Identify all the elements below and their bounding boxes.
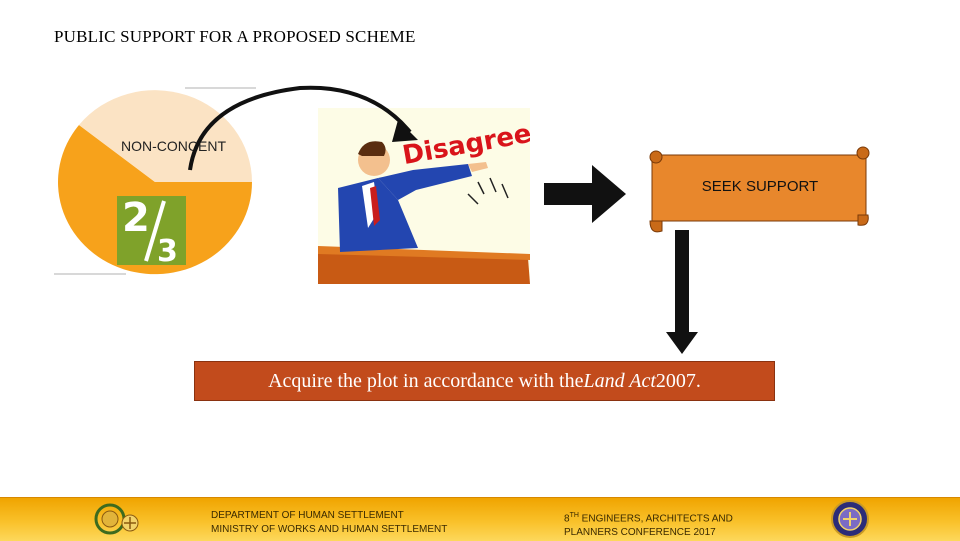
acquire-suffix: 2007.: [655, 369, 701, 392]
footer-dept-line2: MINISTRY OF WORKS AND HUMAN SETTLEMENT: [211, 524, 448, 535]
footer-conference: 8TH ENGINEERS, ARCHITECTS AND PLANNERS C…: [564, 509, 733, 540]
disagree-cartoon: Disagree!: [318, 108, 530, 284]
footer-conf-sup: TH: [569, 512, 579, 519]
seek-support-label: SEEK SUPPORT: [701, 178, 819, 195]
scroll-banner: [649, 146, 870, 233]
footer-conf-number: 8: [564, 513, 570, 525]
right-arrow-icon: [544, 165, 626, 223]
footer-bar: [0, 497, 960, 541]
footer-conf-line1: ENGINEERS, ARCHITECTS AND: [578, 513, 733, 525]
footer-department: DEPARTMENT OF HUMAN SETTLEMENT MINISTRY …: [211, 509, 447, 537]
acquire-plot-box: Acquire the plot in accordance with the …: [194, 361, 775, 401]
land-act-italic: Land Act: [583, 369, 656, 392]
footer-dept-line1: DEPARTMENT OF HUMAN SETTLEMENT: [211, 510, 404, 521]
fraction-numerator: 2: [122, 195, 150, 241]
curved-arrow-icon: [188, 85, 418, 171]
slide-title: PUBLIC SUPPORT FOR A PROPOSED SCHEME: [54, 27, 416, 46]
footer-conf-line2: PLANNERS CONFERENCE 2017: [564, 527, 716, 539]
conference-seal-icon: [831, 500, 869, 538]
pie-graphic: 2 3: [54, 87, 256, 275]
ministry-emblem-icon: [94, 503, 139, 535]
acquire-prefix: Acquire the plot in accordance with the: [268, 369, 584, 392]
down-arrow-icon: [666, 230, 698, 354]
pie-slice-minor: [79, 90, 252, 182]
fraction-badge: [117, 196, 186, 265]
fraction-denominator: 3: [157, 234, 178, 269]
